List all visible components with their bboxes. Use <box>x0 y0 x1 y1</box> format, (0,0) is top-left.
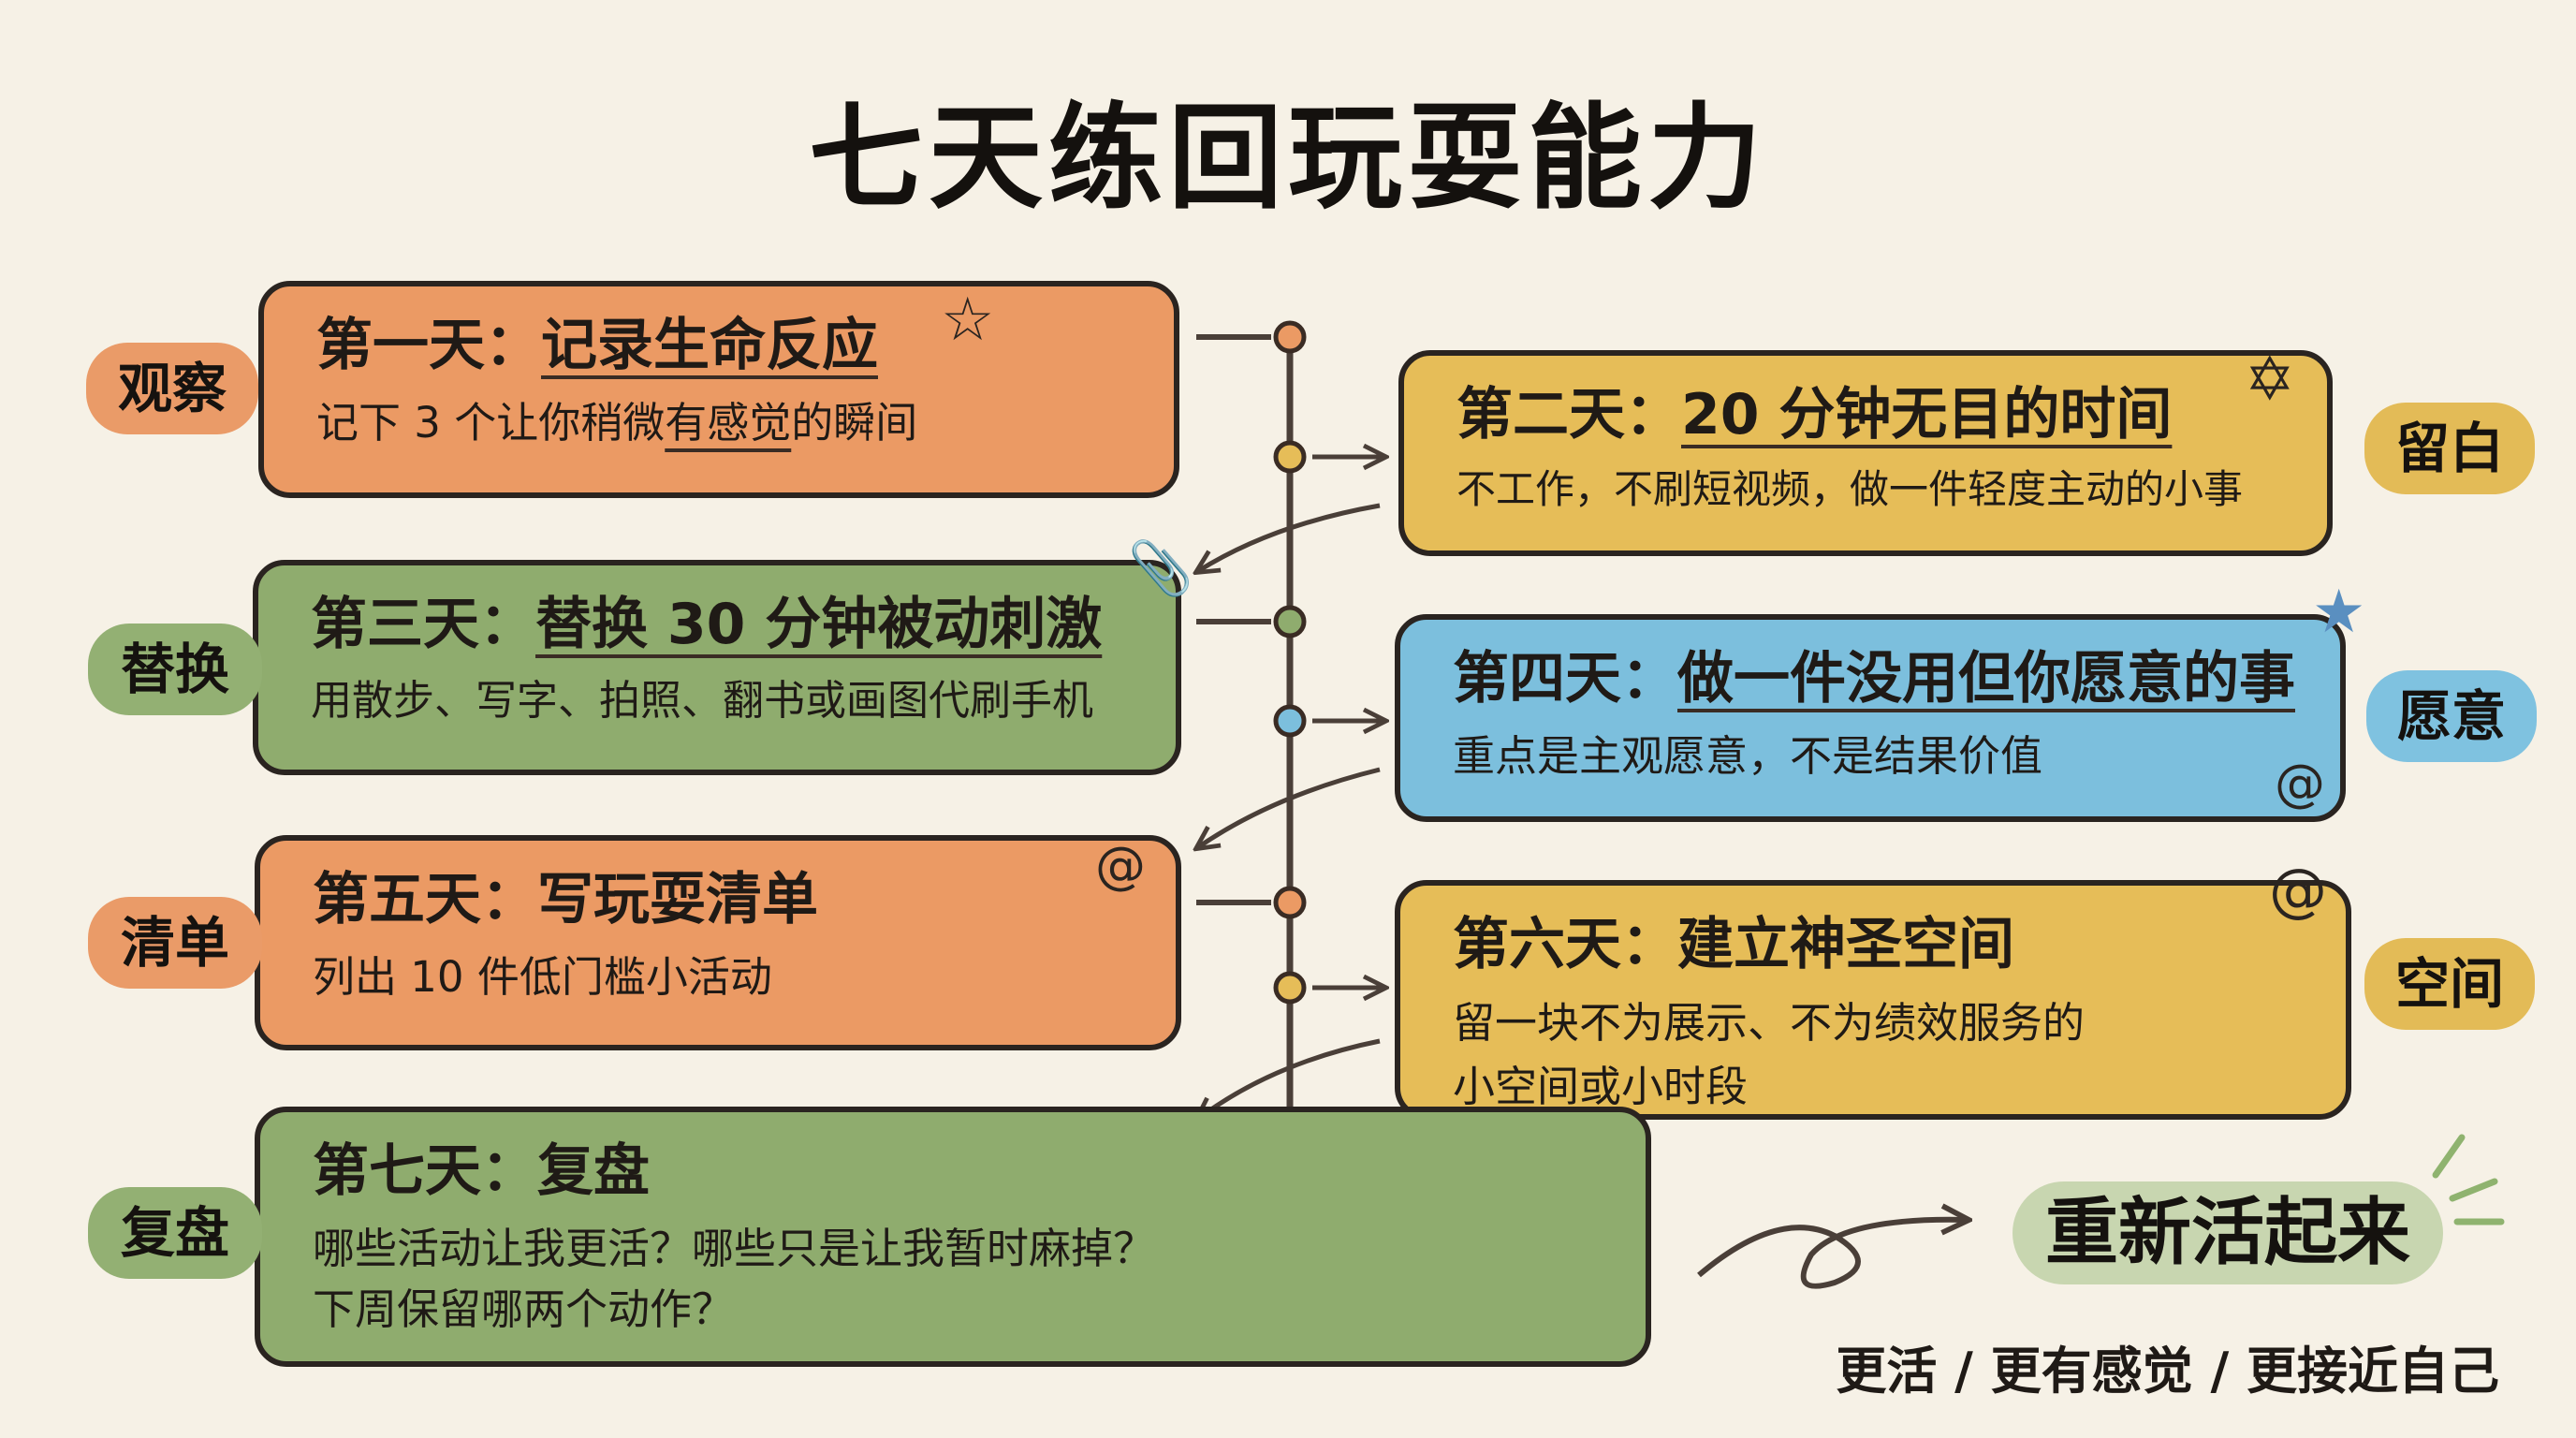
day-2-title: 第二天：20 分钟无目的时间 <box>1456 382 2173 448</box>
tag-replace: 替换 <box>88 624 262 715</box>
day-7-desc: 哪些活动让我更活？哪些只是让我暂时麻掉？ 下周保留哪两个动作？ <box>313 1224 1156 1335</box>
star-icon: ☆ <box>941 286 995 355</box>
spiral-icon: @ <box>2269 856 2327 924</box>
day-5-card: 第五天：写玩耍清单 列出 10 件低门槛小活动 <box>255 835 1181 1050</box>
day-2-desc: 不工作，不刷短视频，做一件轻度主动的小事 <box>1456 466 2244 512</box>
day-2-card: 第二天：20 分钟无目的时间 不工作，不刷短视频，做一件轻度主动的小事 <box>1398 350 2333 556</box>
paperclip-icon: 📎 <box>1128 538 1193 599</box>
tag-observe: 观察 <box>86 343 258 434</box>
day-6-title: 第六天：建立神圣空间 <box>1453 912 2014 977</box>
day-4-desc: 重点是主观愿意，不是结果价值 <box>1453 731 2043 781</box>
day-3-desc: 用散步、写字、拍照、翻书或画图代刷手机 <box>311 677 1093 725</box>
day-7-title: 第七天：复盘 <box>313 1138 650 1204</box>
day-6-desc: 留一块不为展示、不为绩效服务的 小空间或小时段 <box>1453 998 2086 1111</box>
day-4-title: 第四天：做一件没用但你愿意的事 <box>1453 646 2295 712</box>
day-1-desc: 记下 3 个让你稍微有感觉的瞬间 <box>316 398 918 448</box>
day-3-card: 第三天：替换 30 分钟被动刺激 用散步、写字、拍照、翻书或画图代刷手机 <box>253 560 1181 775</box>
day-1-card: 第一天：记录生命反应 记下 3 个让你稍微有感觉的瞬间 <box>258 281 1179 498</box>
day-3-title: 第三天：替换 30 分钟被动刺激 <box>311 592 1103 657</box>
star-icon: ★ <box>2312 578 2366 647</box>
day-6-card: 第六天：建立神圣空间 留一块不为展示、不为绩效服务的 小空间或小时段 <box>1395 880 2351 1120</box>
tag-blank: 留白 <box>2364 403 2535 494</box>
footer-caption: 更活 / 更有感觉 / 更接近自己 <box>1836 1342 2499 1401</box>
page-title: 七天练回玩耍能力 <box>809 92 1767 225</box>
day-5-desc: 列出 10 件低门槛小活动 <box>313 952 772 1002</box>
tag-space: 空间 <box>2364 938 2535 1030</box>
day-5-title: 第五天：写玩耍清单 <box>313 867 818 932</box>
tag-list: 清单 <box>88 897 262 989</box>
tag-willing: 愿意 <box>2366 670 2537 762</box>
spiral-icon: @ <box>1095 836 1146 895</box>
revive-badge: 重新活起来 <box>2012 1181 2443 1284</box>
star-icon: ✡ <box>2245 345 2295 415</box>
day-7-card: 第七天：复盘 哪些活动让我更活？哪些只是让我暂时麻掉？ 下周保留哪两个动作？ <box>255 1107 1651 1367</box>
day-4-card: 第四天：做一件没用但你愿意的事 重点是主观愿意，不是结果价值 <box>1395 614 2346 822</box>
day-1-title: 第一天：记录生命反应 <box>316 313 878 378</box>
spiral-icon: @ <box>2275 754 2325 813</box>
tag-review: 复盘 <box>88 1187 262 1279</box>
